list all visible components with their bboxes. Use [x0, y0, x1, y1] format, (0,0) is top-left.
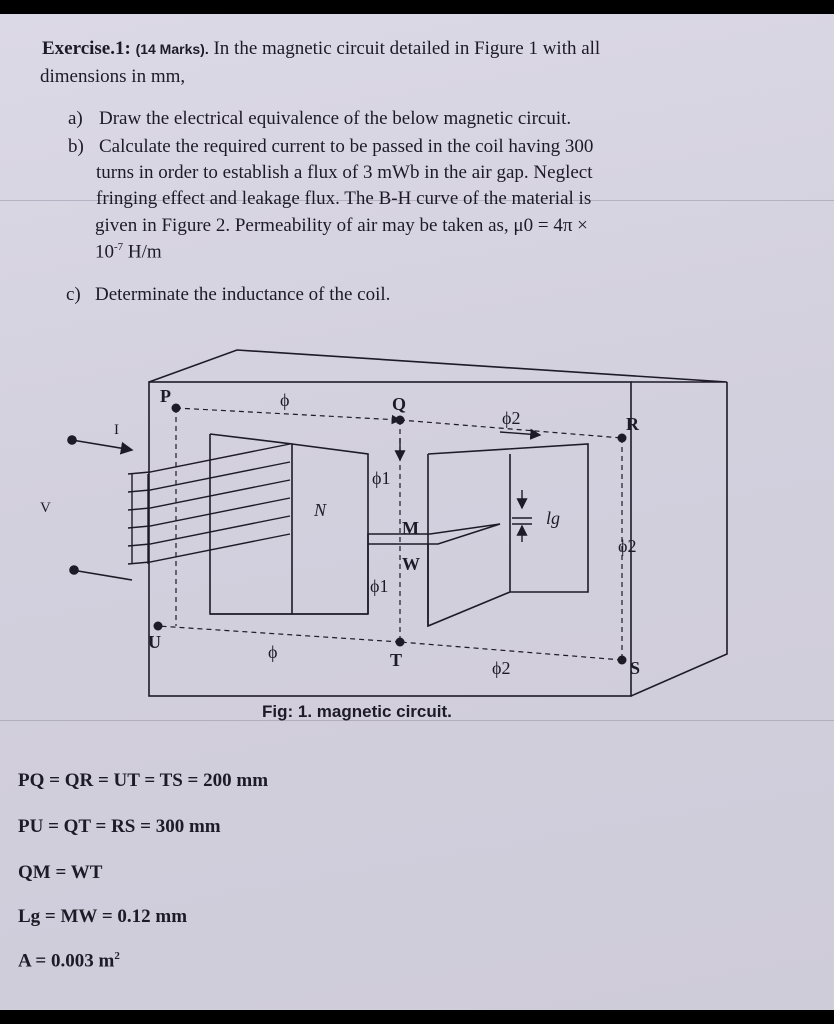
point-q: [395, 415, 405, 425]
question-b-line-4: given in Figure 2. Permeability of air m…: [95, 215, 588, 236]
right-window-front: [427, 443, 589, 628]
question-b-label: b): [68, 136, 84, 157]
label-phi1-upper: ϕ1: [372, 468, 390, 488]
label-phi-top: ϕ: [280, 390, 289, 410]
dimension-line-3: QM = WT: [18, 862, 103, 883]
label-phi-bottom: ϕ: [268, 642, 277, 662]
label-air-gap: lg: [546, 508, 560, 528]
phi2-arrow: [499, 428, 542, 440]
point-t: [395, 637, 405, 647]
dimension-line-4: Lg = MW = 0.12 mm: [18, 906, 188, 927]
core-right-face: [630, 382, 728, 697]
area-exponent: 2: [114, 950, 120, 962]
intro-line-2: dimensions in mm,: [40, 66, 186, 87]
label-phi2-top: ϕ2: [502, 408, 520, 428]
point-r: [617, 433, 627, 443]
exercise-heading: Exercise.1: (14 Marks). In the magnetic …: [42, 38, 600, 60]
dimension-line-5: A = 0.003 m2: [18, 950, 120, 972]
center-limb-gap-upper: [367, 523, 501, 545]
mu0-exponent: -7: [114, 241, 124, 253]
exercise-sheet: Exercise.1: (14 Marks). In the magnetic …: [0, 14, 834, 1010]
label-t: T: [390, 650, 402, 670]
intro-line-1: In the magnetic circuit detailed in Figu…: [213, 38, 601, 59]
flux-path-qr: [399, 419, 623, 439]
label-phi1-lower: ϕ1: [370, 576, 388, 596]
label-current: I: [114, 422, 119, 438]
question-b-line-1: Calculate the required current to be pas…: [99, 136, 594, 157]
question-a-text: Draw the electrical equivalence of the b…: [99, 108, 572, 129]
label-s: S: [630, 658, 640, 678]
question-a-label: a): [68, 108, 83, 129]
dimension-line-2: PU = QT = RS = 300 mm: [18, 816, 221, 837]
label-r: R: [626, 414, 640, 434]
point-p: [171, 403, 181, 413]
coil-lead-bottom: [77, 570, 133, 581]
flux-path-st: [399, 641, 623, 661]
marks-label: (14 Marks).: [135, 41, 209, 57]
left-window-depth: [291, 443, 369, 615]
question-b-line-5: 10-7 H/m: [95, 241, 162, 263]
dimension-line-1: PQ = QR = UT = TS = 200 mm: [18, 770, 269, 791]
paper-fold-line: [0, 200, 834, 201]
flux-path-tu: [157, 625, 401, 643]
label-u: U: [148, 632, 161, 652]
magnetic-circuit-figure: P Q R S T U M W N I V ϕ ϕ ϕ2 ϕ2 ϕ2 ϕ1 ϕ1…: [40, 349, 728, 697]
question-c-text: Determinate the inductance of the coil.: [95, 284, 391, 305]
question-b-line-2: turns in order to establish a flux of 3 …: [96, 162, 593, 183]
mu0-base: 10: [95, 241, 114, 263]
point-s: [617, 655, 627, 665]
figure-caption: Fig: 1. magnetic circuit.: [262, 702, 452, 721]
label-phi2-bottom: ϕ2: [492, 658, 510, 678]
area-value: A = 0.003 m: [18, 950, 115, 972]
core-outer-front: [148, 381, 632, 697]
coil-winding: [127, 443, 291, 565]
label-m: M: [402, 518, 419, 538]
mu0-unit: H/m: [123, 241, 162, 263]
question-c-label: c): [66, 284, 81, 305]
coil-terminal-bottom: [69, 565, 79, 575]
label-voltage: V: [40, 500, 51, 516]
label-phi2-right: ϕ2: [618, 536, 636, 556]
flux-path-pq: [175, 407, 402, 425]
question-b-line-3: fringing effect and leakage flux. The B-…: [96, 188, 592, 209]
label-p: P: [160, 386, 171, 406]
exercise-title: Exercise.1:: [42, 38, 131, 59]
label-w: W: [402, 554, 420, 574]
label-q: Q: [392, 394, 406, 414]
paper-fold-line: [0, 720, 834, 721]
current-arrow: [71, 439, 134, 455]
label-n: N: [313, 500, 327, 520]
point-u: [153, 621, 163, 631]
core-top-face: [148, 349, 728, 383]
